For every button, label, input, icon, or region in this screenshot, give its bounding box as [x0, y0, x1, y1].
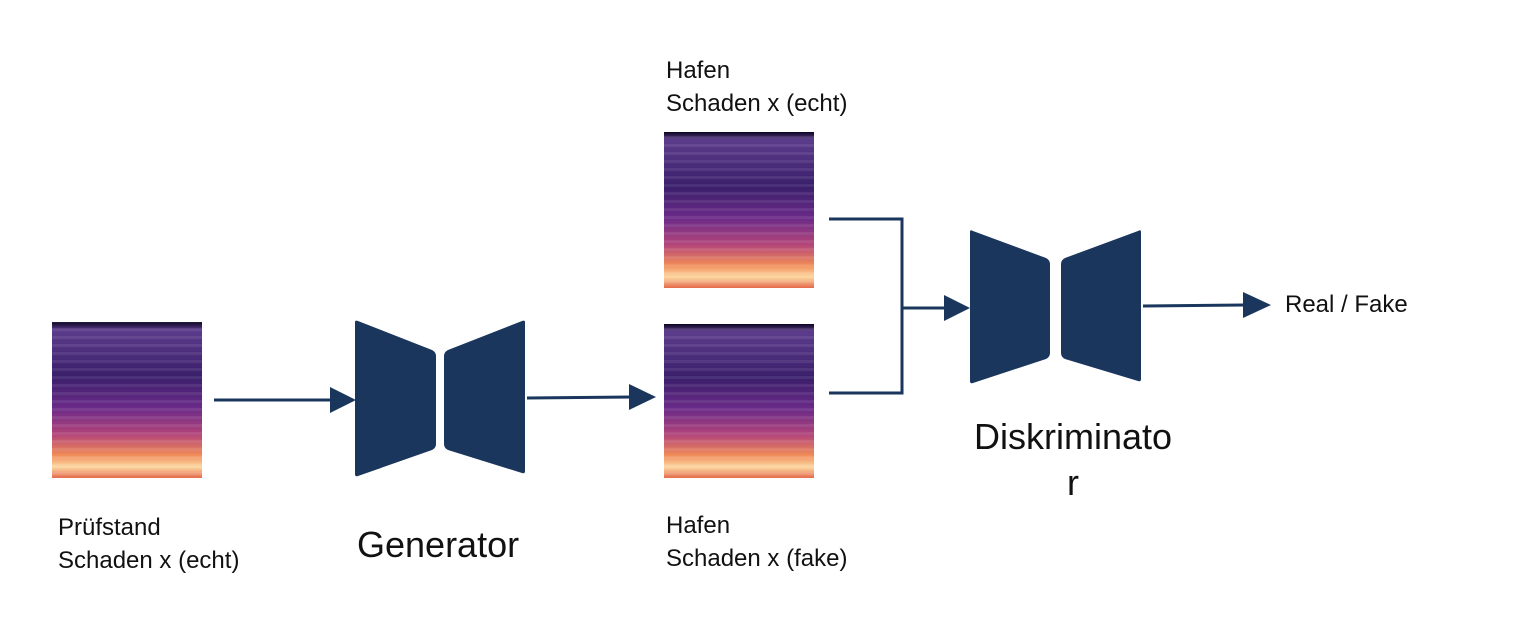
- spectrogram-real-port: [664, 132, 814, 288]
- arrowhead-discriminator-input: [944, 295, 970, 321]
- label-generator: Generator: [357, 524, 520, 565]
- spectrogram-fake: [664, 324, 814, 478]
- label-real-port: Hafen Schaden x (echt): [666, 54, 847, 120]
- label-fake-output: Hafen Schaden x (fake): [666, 509, 847, 575]
- label-discriminator-part2: r: [1067, 462, 1079, 503]
- label-discriminator: Diskriminato r: [953, 414, 1193, 506]
- arrow-discriminator-to-output: [1142, 303, 1245, 308]
- label-fake-line1: Hafen: [666, 512, 731, 539]
- label-real-port-line2: Schaden x (echt): [666, 90, 848, 117]
- label-pruefstand: Prüfstand Schaden x (echt): [58, 511, 239, 577]
- label-pruefstand-line2: Schaden x (echt): [58, 547, 240, 574]
- spectrogram-pruefstand: [52, 322, 202, 478]
- arrowhead-fake-input: [629, 384, 656, 410]
- connector-real-port: [829, 217, 904, 395]
- arrow-generator-to-fake: [526, 395, 633, 400]
- label-discriminator-part1: Diskriminato: [973, 416, 1173, 457]
- label-output: Real / Fake: [1285, 291, 1408, 318]
- label-pruefstand-line1: Prüfstand: [58, 514, 161, 541]
- discriminator-block: [970, 230, 1141, 384]
- arrowhead-output: [1243, 292, 1271, 318]
- arrowhead-generator-input: [330, 387, 356, 413]
- generator-block: [355, 320, 525, 477]
- label-real-port-line1: Hafen: [666, 57, 731, 84]
- label-fake-line2: Schaden x (fake): [666, 545, 848, 572]
